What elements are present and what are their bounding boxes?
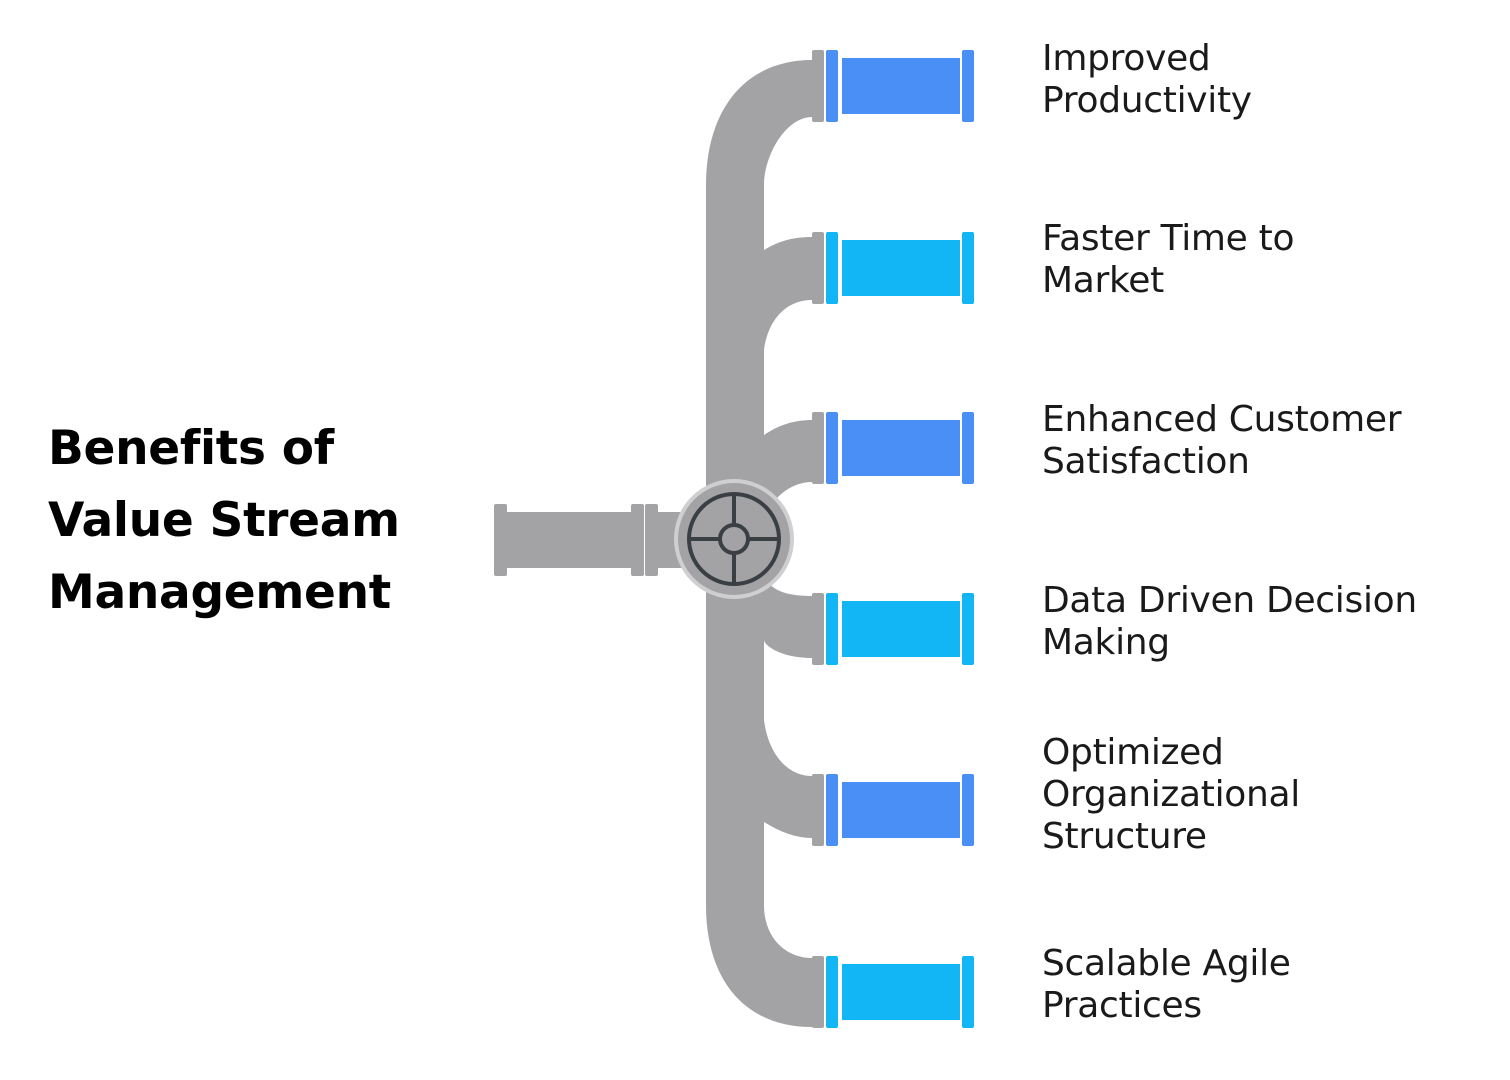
- benefit-5-line-1: Optimized: [1042, 732, 1224, 773]
- benefit-3-line-1: Enhanced Customer: [1042, 399, 1402, 440]
- benefit-label-2: Faster Time to Market: [1042, 218, 1295, 302]
- benefit-4-line-2: Making: [1042, 622, 1170, 663]
- benefit-label-3: Enhanced Customer Satisfaction: [1042, 399, 1402, 483]
- benefit-3-line-2: Satisfaction: [1042, 441, 1250, 482]
- benefit-6-line-1: Scalable Agile: [1042, 943, 1291, 984]
- title-line-3: Management: [48, 565, 391, 620]
- benefit-label-6: Scalable Agile Practices: [1042, 943, 1291, 1027]
- benefit-6-line-2: Practices: [1042, 985, 1202, 1026]
- diagram-title: Benefits of Value Stream Management: [48, 413, 400, 629]
- branch-connector-2: [764, 237, 812, 350]
- branch-connector-4: [764, 575, 812, 658]
- title-line-2: Value Stream: [48, 493, 400, 548]
- outlet-3: [812, 412, 974, 484]
- benefit-2-line-1: Faster Time to: [1042, 218, 1295, 259]
- benefit-label-1: Improved Productivity: [1042, 38, 1252, 122]
- outlet-5: [812, 774, 974, 846]
- branch-connector-3: [764, 420, 812, 520]
- benefit-5-line-3: Structure: [1042, 816, 1207, 857]
- benefit-2-line-2: Market: [1042, 260, 1164, 301]
- benefit-1-line-2: Productivity: [1042, 80, 1252, 121]
- outlet-6: [812, 956, 974, 1028]
- branch-connector-5: [764, 720, 812, 838]
- valve-wheel-icon: [674, 479, 794, 599]
- inlet-pipe: [494, 504, 688, 576]
- benefit-label-4: Data Driven Decision Making: [1042, 580, 1417, 664]
- benefit-1-line-1: Improved: [1042, 38, 1211, 79]
- benefit-label-5: Optimized Organizational Structure: [1042, 732, 1300, 858]
- benefit-5-line-2: Organizational: [1042, 774, 1301, 815]
- benefit-4-line-1: Data Driven Decision: [1042, 580, 1417, 621]
- title-line-1: Benefits of: [48, 421, 334, 476]
- outlet-4: [812, 593, 974, 665]
- outlet-2: [812, 232, 974, 304]
- outlet-1: [812, 50, 974, 122]
